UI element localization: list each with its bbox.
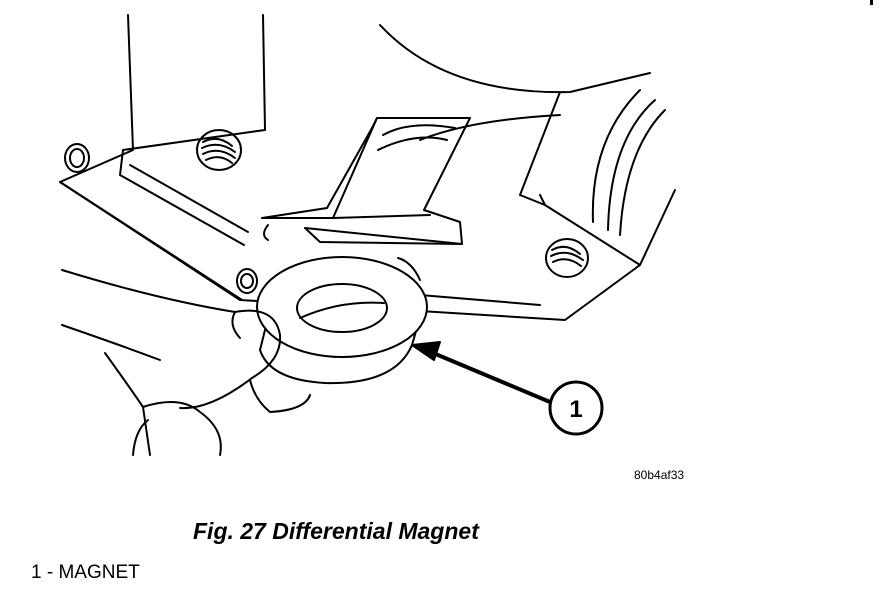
- bolt-holes: [64, 129, 589, 294]
- hand: [61, 269, 311, 456]
- legend-item: 1 - MAGNET: [31, 562, 140, 583]
- callout-number: 1: [569, 396, 582, 423]
- bolt-hole-right: [545, 238, 589, 278]
- callout-bubble: 1: [548, 380, 604, 436]
- bolt-hole-upper: [196, 129, 242, 171]
- callout-arrow: [411, 341, 552, 404]
- magnet: [256, 256, 428, 385]
- bolt-hole-left: [64, 143, 90, 173]
- corner-mark: [870, 0, 873, 5]
- differential-magnet-illustration: 1: [59, 14, 676, 456]
- bolt-hole-small: [236, 268, 258, 294]
- image-id: 80b4af33: [634, 468, 685, 482]
- differential-housing: [59, 14, 676, 321]
- figure-caption: Fig. 27 Differential Magnet: [193, 518, 479, 544]
